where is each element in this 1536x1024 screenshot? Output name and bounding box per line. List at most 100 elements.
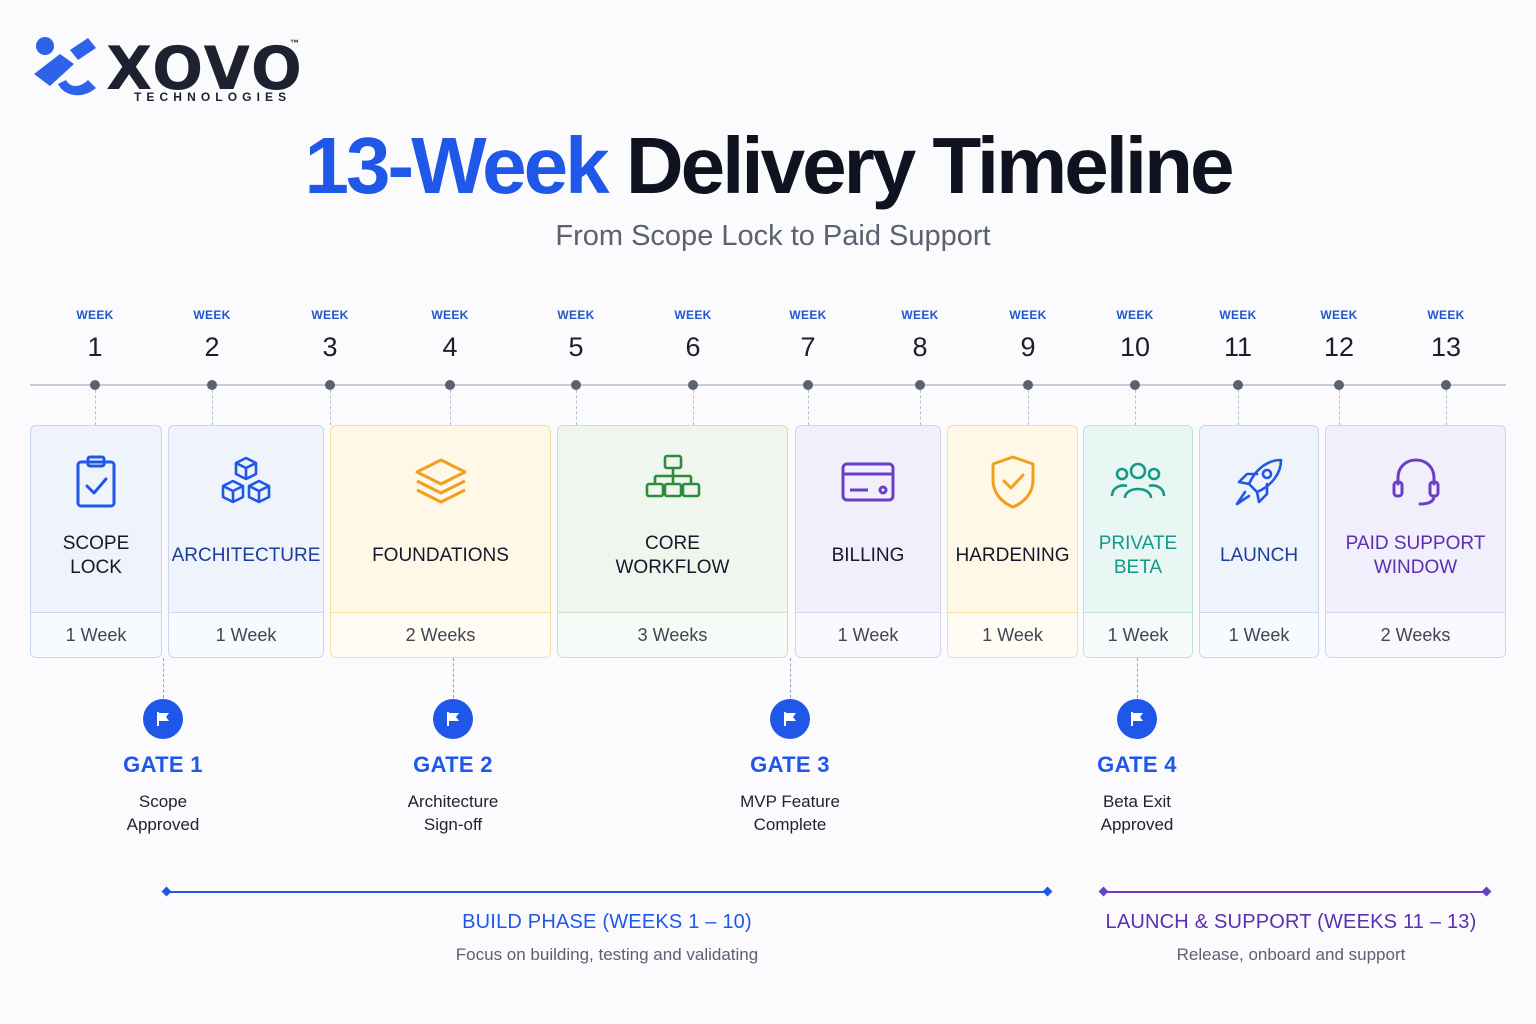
title-accent: 13-Week [304, 121, 609, 210]
gate-flag-badge [770, 699, 810, 739]
gate-flag-badge [143, 699, 183, 739]
week-number: 7 [800, 332, 816, 362]
week-number: 2 [204, 332, 220, 362]
stage-title: HARDENING [955, 545, 1070, 566]
week-number: 8 [912, 332, 928, 362]
week-dot [445, 380, 455, 390]
page-title: 13-Week Delivery Timeline [0, 120, 1536, 212]
logo-tagline: TECHNOLOGIES [134, 90, 292, 104]
credit-card-icon [841, 462, 895, 502]
gate-flag-badge [1117, 699, 1157, 739]
stage-duration: 1 Week [796, 612, 940, 657]
week-label: WEEK [311, 308, 349, 322]
gate-connector [163, 658, 164, 698]
week-label: WEEK [1427, 308, 1465, 322]
clipboard-check-icon [76, 455, 116, 508]
stage-title: FOUNDATIONS [372, 545, 509, 566]
logo-wordmark: XOVO [106, 34, 304, 104]
flag-icon [447, 712, 459, 726]
layers-icon [415, 458, 466, 504]
stage-title: LAUNCH [1219, 545, 1299, 566]
week-connector [450, 390, 451, 425]
week-dot [571, 380, 581, 390]
week-dot [90, 380, 100, 390]
week-label: WEEK [1009, 308, 1047, 322]
week-dot [1023, 380, 1033, 390]
week-connector [212, 390, 213, 425]
week-dot [207, 380, 217, 390]
week-dot [803, 380, 813, 390]
week-label: WEEK [76, 308, 114, 322]
stage-card-billing: BILLING 1 Week [795, 425, 941, 658]
gate-connector [1137, 658, 1138, 698]
launch-phase-title: LAUNCH & SUPPORT (WEEKS 11 – 13) [1105, 911, 1477, 933]
shield-check-icon [991, 455, 1034, 509]
week-marker: WEEK 7 [768, 308, 848, 363]
week-label: WEEK [193, 308, 231, 322]
week-marker: WEEK 12 [1299, 308, 1379, 363]
week-number: 5 [568, 332, 584, 362]
stage-title: ARCHITECTURE [171, 545, 321, 566]
company-logo: XOVO ™ TECHNOLOGIES [30, 34, 320, 109]
build-phase-description: Focus on building, testing and validatin… [455, 945, 759, 964]
gate-flag-badge [433, 699, 473, 739]
stage-duration: 3 Weeks [558, 612, 787, 657]
week-dot [325, 380, 335, 390]
stage-duration: 1 Week [31, 612, 161, 657]
flag-icon [784, 712, 796, 726]
stage-duration: 1 Week [169, 612, 323, 657]
week-dot [1233, 380, 1243, 390]
headset-icon [1392, 458, 1439, 506]
week-label: WEEK [674, 308, 712, 322]
week-dot [1334, 380, 1344, 390]
stage-card-architecture: ARCHITECTURE 1 Week [168, 425, 324, 658]
week-connector [95, 390, 96, 425]
week-number: 1 [87, 332, 103, 362]
week-marker: WEEK 9 [988, 308, 1068, 363]
week-number: 4 [442, 332, 458, 362]
gate-title: GATE 2 [413, 752, 493, 777]
build-phase-title: BUILD PHASE (WEEKS 1 – 10) [462, 911, 752, 933]
week-number: 9 [1020, 332, 1036, 362]
gate-title: GATE 1 [123, 752, 203, 777]
gate-title: GATE 4 [1097, 752, 1177, 777]
launch-phase-bracket [1103, 891, 1487, 893]
build-phase-bracket [166, 891, 1048, 893]
stage-duration: 2 Weeks [1326, 612, 1505, 657]
week-label: WEEK [901, 308, 939, 322]
week-number: 3 [322, 332, 338, 362]
gate-title: GATE 3 [750, 752, 830, 777]
page-subtitle: From Scope Lock to Paid Support [555, 220, 991, 252]
timeline-axis [30, 384, 1506, 386]
week-connector [693, 390, 694, 425]
stage-card-foundations: FOUNDATIONS 2 Weeks [330, 425, 551, 658]
week-dot [1130, 380, 1140, 390]
week-connector [576, 390, 577, 425]
week-connector [808, 390, 809, 425]
gate-connector [453, 658, 454, 698]
title-rest: Delivery Timeline [625, 121, 1235, 210]
gate-connector [790, 658, 791, 698]
cubes-icon [221, 456, 271, 504]
week-label: WEEK [1116, 308, 1154, 322]
week-number: 12 [1323, 332, 1355, 362]
week-connector [330, 390, 331, 425]
stage-duration: 1 Week [948, 612, 1077, 657]
week-marker: WEEK 8 [880, 308, 960, 363]
week-connector [1446, 390, 1447, 425]
week-label: WEEK [789, 308, 827, 322]
week-label: WEEK [1320, 308, 1358, 322]
logo-trademark: ™ [290, 38, 299, 48]
